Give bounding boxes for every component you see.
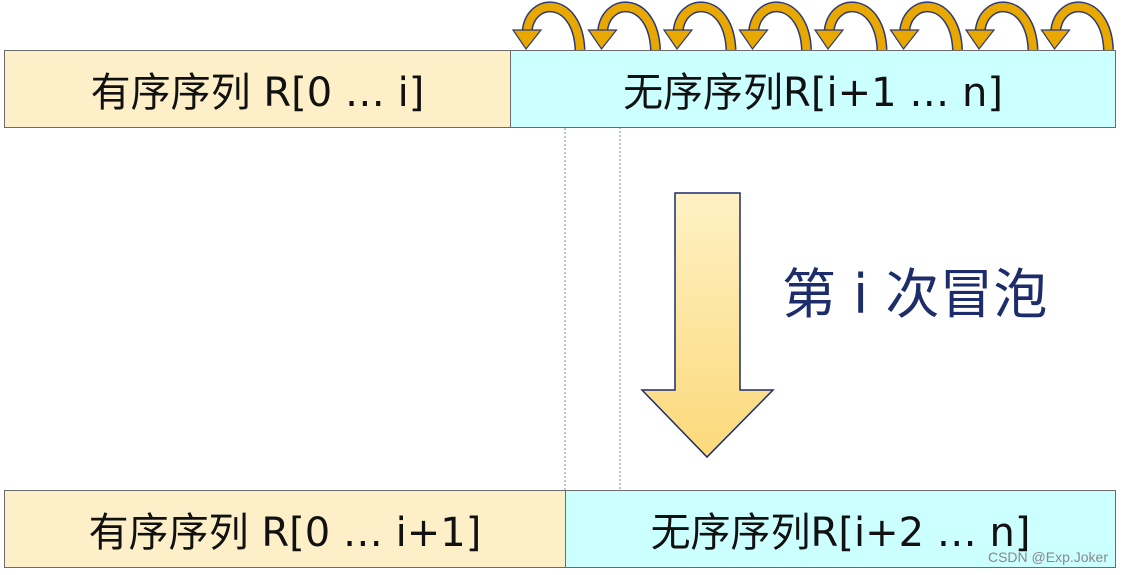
top-unsorted-label: 无序序列R[i+1 … n] bbox=[623, 70, 1003, 116]
swap-arc-icon bbox=[738, 1, 812, 51]
swap-arc-icon bbox=[587, 1, 661, 51]
bottom-unsorted-label: 无序序列R[i+2 … n] bbox=[650, 510, 1031, 556]
bottom-sorted-label: 有序序列 R[0 … i+1] bbox=[88, 510, 482, 556]
swap-arc-icon bbox=[813, 1, 888, 51]
swap-arc-icon bbox=[662, 1, 737, 51]
watermark: CSDN @Exp.Joker bbox=[987, 549, 1108, 565]
swap-arc-icon bbox=[889, 1, 963, 51]
top-sorted-sequence: 有序序列 R[0 … i] bbox=[4, 50, 511, 128]
top-sorted-label: 有序序列 R[0 … i] bbox=[90, 70, 425, 116]
bottom-sorted-sequence: 有序序列 R[0 … i+1] bbox=[4, 490, 566, 568]
step-label: 第 i 次冒泡 bbox=[782, 263, 1048, 326]
swap-arc-icon bbox=[1040, 1, 1114, 51]
down-arrow-icon bbox=[640, 192, 775, 459]
bottom-unsorted-sequence: 无序序列R[i+2 … n] bbox=[565, 490, 1116, 568]
top-unsorted-sequence: 无序序列R[i+1 … n] bbox=[510, 50, 1116, 128]
swap-arc-icon bbox=[964, 1, 1039, 51]
swap-arc-icon bbox=[511, 1, 586, 51]
